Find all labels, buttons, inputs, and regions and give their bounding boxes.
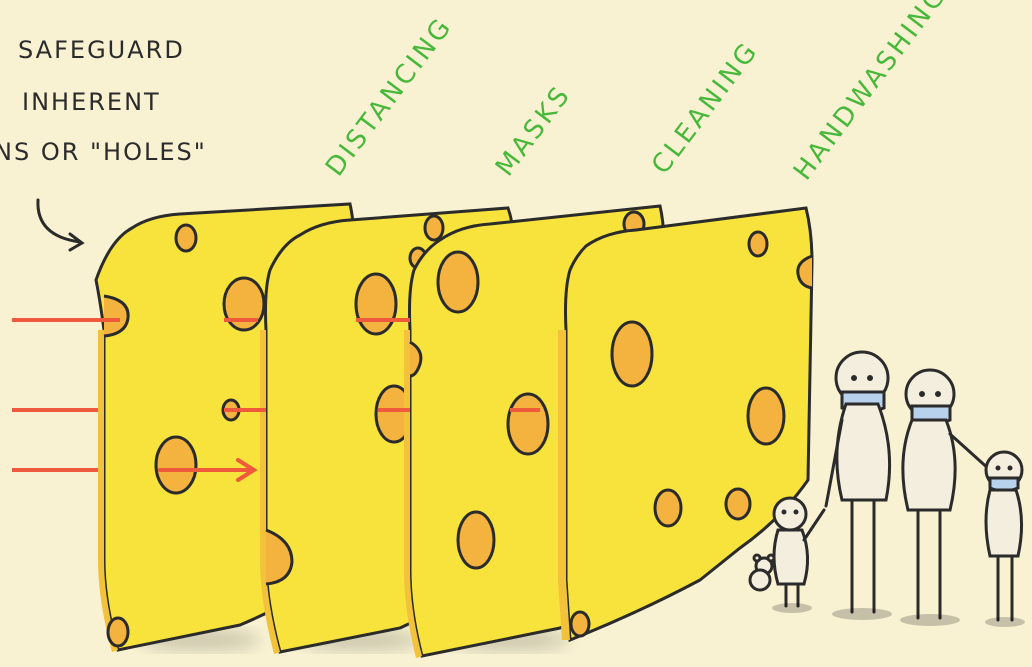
person-icon [772,496,826,608]
caption-line-3: NS OR "HOLES" [0,138,207,166]
curved-arrow-icon [36,198,85,252]
person-icon [824,350,892,614]
people-shadows [772,603,1025,627]
threat-arrow-icon [158,458,258,482]
cheese-slice-4 [558,206,814,643]
teddy-bear-icon [748,553,776,592]
threat-arrows [12,318,540,482]
family-group [748,350,1024,622]
person-icon [901,368,992,620]
caption-line-1: SAFEGUARD [18,36,185,64]
caption-line-2: INHERENT [22,88,161,116]
person-icon [984,450,1024,622]
